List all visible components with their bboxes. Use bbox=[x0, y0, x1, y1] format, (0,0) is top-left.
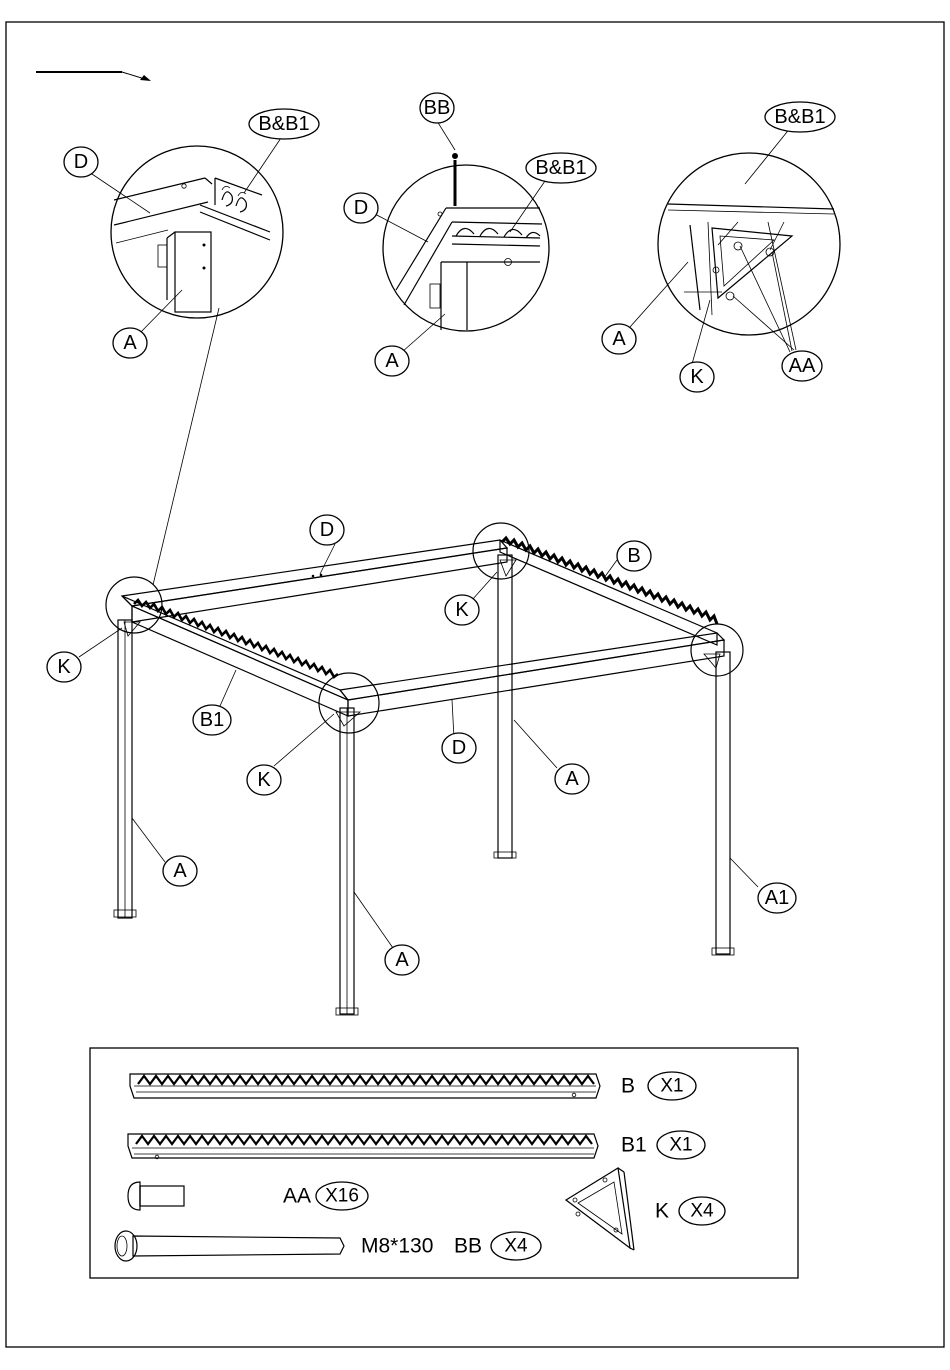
detail-right-label-k: K bbox=[690, 366, 704, 388]
detail-view-right: B&B1 A K AA bbox=[602, 102, 840, 392]
detail-middle-label-bb: BB bbox=[424, 97, 451, 119]
part-k-name: K bbox=[655, 1200, 669, 1223]
part-k-bracket-icon bbox=[566, 1168, 634, 1250]
part-aa-bolt-icon bbox=[128, 1182, 184, 1210]
detail-left-label-bb1: B&B1 bbox=[258, 113, 309, 135]
main-label-k-back: K bbox=[455, 599, 469, 621]
detail-left-label-d: D bbox=[74, 151, 88, 173]
main-callouts: D B K K B1 K D A A A1 A bbox=[47, 515, 796, 975]
part-b1-qty: X1 bbox=[669, 1135, 692, 1156]
main-label-b1: B1 bbox=[200, 709, 224, 731]
direction-arrow-icon bbox=[36, 72, 151, 81]
detail-view-middle: BB D B&B1 A bbox=[344, 93, 596, 376]
post-a-back bbox=[498, 555, 512, 858]
detail-right-label-a: A bbox=[612, 328, 626, 350]
detail-middle-label-bb1: B&B1 bbox=[535, 157, 586, 179]
part-b-rail bbox=[130, 1074, 600, 1098]
part-b1-rail bbox=[128, 1134, 598, 1159]
pergola-frame bbox=[106, 523, 743, 1015]
detail-left-leader-line bbox=[153, 308, 219, 585]
detail-right-label-bb1: B&B1 bbox=[774, 106, 825, 128]
detail-view-left: D B&B1 A bbox=[64, 109, 319, 358]
detail-right-label-aa: AA bbox=[789, 355, 816, 377]
part-aa-qty: X16 bbox=[325, 1186, 359, 1207]
part-bb-bolt-icon bbox=[115, 1231, 344, 1261]
main-label-b: B bbox=[627, 545, 640, 567]
part-b-name: B bbox=[621, 1075, 635, 1098]
post-a1-right bbox=[716, 652, 730, 954]
part-k-qty: X4 bbox=[690, 1201, 714, 1222]
part-bb-name: BB bbox=[454, 1235, 482, 1258]
parts-list-box: B X1 B1 X1 AA X16 M8*130 BB bbox=[90, 1048, 798, 1278]
detail-left-label-a: A bbox=[123, 332, 137, 354]
main-label-d-back: D bbox=[320, 519, 334, 541]
main-label-a-left: A bbox=[173, 860, 187, 882]
main-label-a-mid: A bbox=[565, 768, 579, 790]
main-label-k-left: K bbox=[57, 656, 71, 678]
detail-middle-label-d: D bbox=[354, 197, 368, 219]
part-bb-spec: M8*130 bbox=[361, 1235, 433, 1258]
part-b1-name: B1 bbox=[621, 1134, 647, 1157]
detail-middle-label-a: A bbox=[385, 350, 399, 372]
part-b-qty: X1 bbox=[660, 1076, 683, 1097]
part-aa-name: AA bbox=[283, 1185, 311, 1208]
main-label-a-front: A bbox=[395, 949, 409, 971]
part-bb-qty: X4 bbox=[504, 1236, 528, 1257]
main-label-k-front: K bbox=[257, 769, 271, 791]
main-label-d-front: D bbox=[452, 737, 466, 759]
main-label-a1: A1 bbox=[765, 887, 789, 909]
